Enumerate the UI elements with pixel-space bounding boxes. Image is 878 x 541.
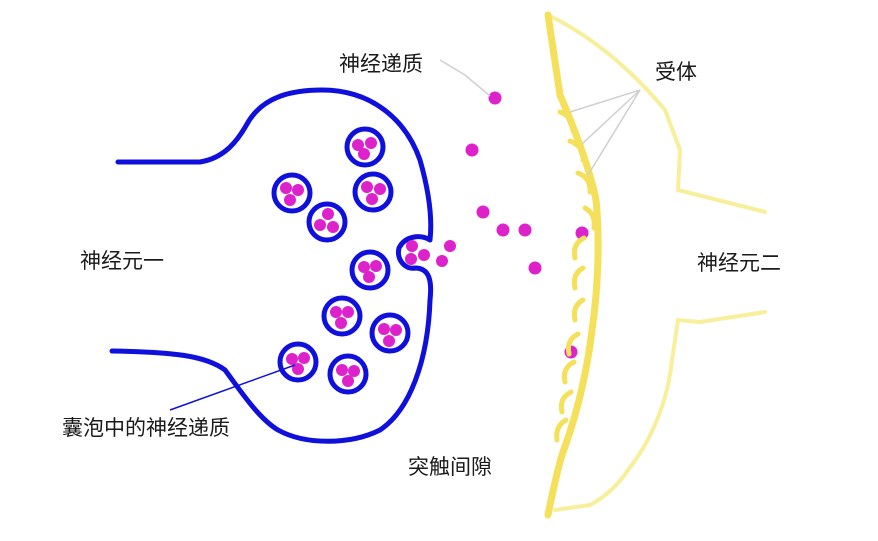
neuron2-label: 神经元二 [697, 251, 781, 275]
vesicles [271, 126, 411, 395]
postsynaptic-membrane [544, 11, 602, 519]
leader-lines [439, 59, 641, 176]
receptor-label: 受体 [655, 60, 697, 84]
vesicle [349, 249, 391, 291]
neurotransmitter-label: 神经递质 [339, 52, 423, 76]
vesicle [277, 341, 319, 383]
vesicle [321, 295, 363, 337]
synaptic-cleft-label: 突触间隙 [408, 455, 492, 479]
vesicle [344, 126, 386, 168]
vesicle-neurotransmitter-molecules [280, 137, 402, 387]
vesicle [327, 353, 369, 395]
vesicle-neurotransmitter-label: 囊泡中的神经递质 [62, 416, 230, 440]
vesicle [352, 171, 394, 213]
neuron1-label: 神经元一 [80, 249, 164, 273]
cleft-neurotransmitter [465, 91, 589, 359]
receptors [554, 109, 597, 443]
receptor-leader [587, 89, 641, 176]
vesicle-neurotransmitter-leader [169, 364, 296, 411]
released-neurotransmitter [405, 240, 456, 267]
postsynaptic-neuron-outline [546, 13, 767, 512]
vesicle [271, 172, 313, 214]
receptor-leader [581, 89, 641, 145]
vesicle [369, 312, 411, 354]
neurotransmitter-leader [439, 59, 491, 97]
vesicle [306, 201, 348, 243]
presynaptic-terminal-outline [109, 87, 434, 444]
receptor-leader [569, 89, 641, 113]
